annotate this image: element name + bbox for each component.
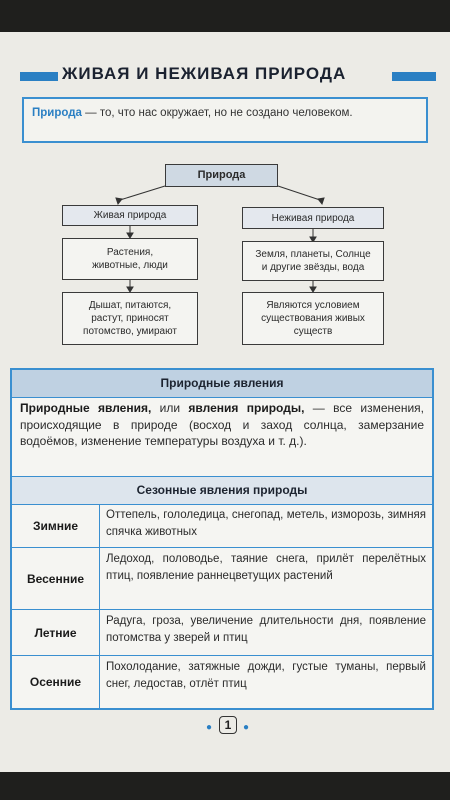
season-row-summer: Летние Радуга, гроза, увеличение длитель… (12, 610, 432, 656)
arrowhead (309, 236, 317, 243)
season-row-winter: Зимние Оттепель, гололедица, снегопад, м… (12, 504, 432, 548)
phenomena-def-text: — все изменения, происходящие в природе … (20, 401, 424, 448)
node-living-examples: Растения, животные, люди (62, 238, 198, 280)
node-nonliving-traits: Являются условием существования живых су… (242, 292, 384, 345)
phenomena-def-mid: или (151, 401, 189, 415)
text-line: существования живых (261, 313, 365, 324)
connector-root-right (277, 185, 321, 201)
node-living-traits: Дышат, питаются, растут, приносят потомс… (62, 292, 198, 345)
definition-term: Природа (32, 107, 82, 119)
arrowhead (126, 232, 134, 239)
phenomena-term-1: Природные явления, (20, 401, 152, 415)
text-line: существ (293, 326, 333, 337)
diagram-connectors (115, 185, 325, 293)
node-nature: Природа (165, 164, 278, 187)
text-line: и другие звёзды, вода (261, 262, 365, 273)
definition-text: — то, что нас окружает, но не создано че… (81, 107, 353, 119)
arrowhead (309, 286, 317, 293)
phenomena-term-2: явления природы, (188, 401, 305, 415)
arrowhead (115, 197, 123, 206)
definition-box: Природа — то, что нас окружает, но не со… (22, 97, 428, 143)
season-events: Похолодание, затяжные дожди, густые тума… (106, 661, 426, 690)
node-nonliving-examples: Земля, планеты, Солнце и другие звёзды, … (242, 241, 384, 281)
text-line: Являются условием (266, 300, 360, 311)
text-line: потомство, умирают (83, 326, 177, 337)
page-number: 1 (219, 716, 237, 734)
phenomena-definition: Природные явления, или явления природы, … (20, 400, 424, 450)
node-nonliving-nature: Неживая природа (242, 207, 384, 229)
text-line: Растения, (106, 247, 154, 258)
seasonal-header: Сезонные явления природы (12, 476, 432, 505)
bullet-icon: ● (243, 722, 250, 733)
text-line: растут, приносят (91, 313, 169, 324)
title-accent-bar-left (20, 72, 58, 81)
text-line: Земля, планеты, Солнце (255, 249, 371, 260)
arrowhead (126, 286, 134, 293)
season-events: Радуга, гроза, увеличение длительности д… (106, 615, 426, 644)
season-events: Ледоход, половодье, таяние снега, прилёт… (106, 553, 426, 582)
page-number-indicator: ● 1 ● (200, 716, 260, 736)
connector-root-left (119, 185, 166, 201)
title-accent-bar-right (392, 72, 436, 81)
season-name: Весенние (12, 548, 100, 609)
arrowhead (317, 197, 325, 206)
season-row-autumn: Осенние Похолодание, затяжные дожди, гус… (12, 656, 432, 708)
node-living-nature: Живая природа (62, 205, 198, 226)
phenomena-table: Природные явления Природные явления, или… (10, 368, 434, 710)
bullet-icon: ● (206, 722, 213, 733)
season-name: Осенние (12, 656, 100, 708)
season-name: Летние (12, 610, 100, 655)
season-events: Оттепель, гололедица, снегопад, метель, … (106, 509, 426, 538)
text-line: животные, люди (92, 260, 168, 271)
season-name: Зимние (12, 504, 100, 547)
text-line: Дышат, питаются, (88, 300, 172, 311)
page-title: ЖИВАЯ И НЕЖИВАЯ ПРИРОДА (62, 64, 347, 83)
phenomena-header: Природные явления (12, 370, 432, 398)
season-row-spring: Весенние Ледоход, половодье, таяние снег… (12, 548, 432, 610)
